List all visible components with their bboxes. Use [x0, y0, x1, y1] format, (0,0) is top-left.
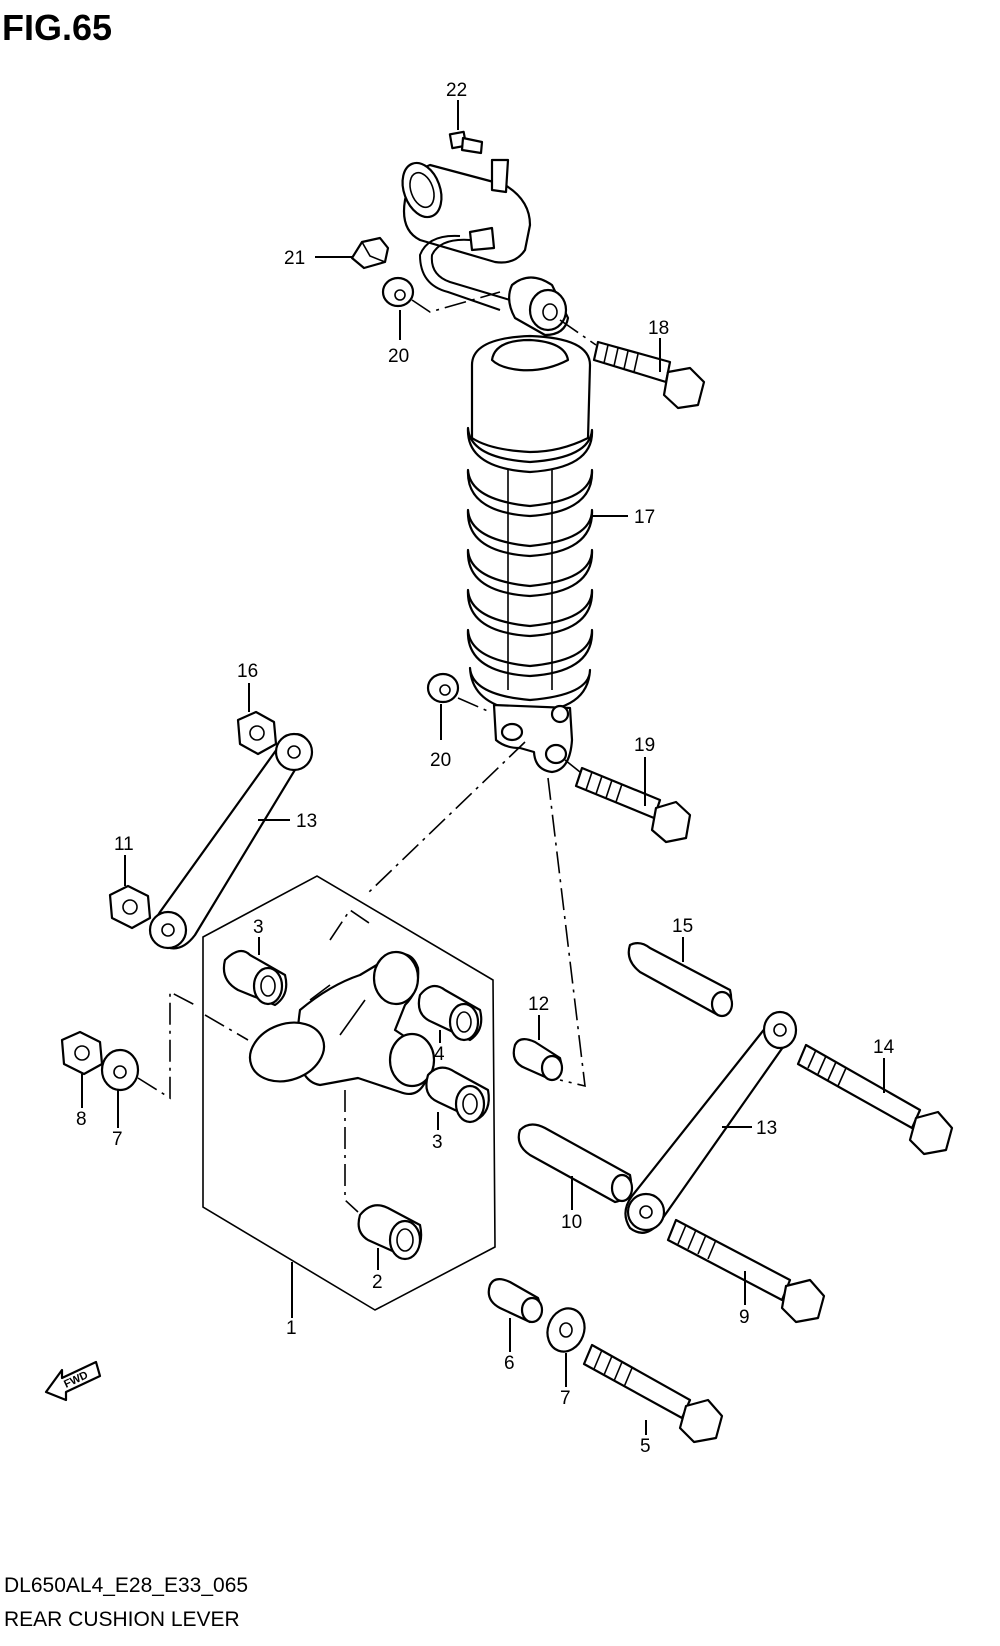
shock-absorber-17: [466, 276, 594, 774]
bushing-3-upper: [222, 949, 288, 1007]
callout-labels: 22 21 20 18 17 16 13 20 19 11 3 15 12 4 …: [76, 80, 895, 1457]
callout-3-lower: 3: [432, 1132, 443, 1153]
callout-2: 2: [372, 1272, 383, 1293]
fwd-arrow-icon: FWD: [44, 1360, 102, 1402]
callout-4: 4: [434, 1044, 445, 1065]
dash-lever-top: [329, 908, 373, 941]
callout-7-right: 7: [560, 1388, 571, 1409]
callout-3-upper: 3: [253, 917, 264, 938]
nut-8: [60, 1030, 104, 1076]
dash-clevis-to-spacer: [547, 777, 586, 1088]
callout-5: 5: [640, 1436, 651, 1457]
leader-lines: [81, 100, 885, 1435]
callout-16: 16: [237, 661, 258, 682]
bolt-9: [666, 1218, 826, 1324]
rod-13-left: [148, 732, 314, 950]
figure-label: FIG.65: [2, 7, 112, 48]
reservoir-assembly: [401, 158, 532, 311]
callout-22: 22: [446, 80, 467, 101]
clamp-21: [350, 236, 390, 270]
callout-13-right: 13: [756, 1118, 777, 1139]
spacer-12: [512, 1038, 564, 1082]
cushion-lever: [248, 950, 436, 1096]
callout-12: 12: [528, 994, 549, 1015]
bolt-5: [582, 1343, 724, 1444]
washer-7-left: [100, 990, 249, 1100]
callout-6: 6: [504, 1353, 515, 1374]
rod-13-right: [624, 1010, 798, 1234]
section-title: REAR CUSHION LEVER: [4, 1608, 240, 1631]
callout-10: 10: [561, 1212, 582, 1233]
bushing-2: [344, 1090, 423, 1261]
callout-17: 17: [634, 507, 655, 528]
callout-1: 1: [286, 1318, 297, 1339]
bushing-6: [487, 1278, 544, 1324]
bushing-4: [417, 984, 483, 1042]
pipe-10: [517, 1123, 634, 1204]
nut-11: [108, 884, 152, 930]
bolt-14: [796, 1043, 954, 1156]
callout-18: 18: [648, 318, 669, 339]
callout-13-left: 13: [296, 811, 317, 832]
callout-20-top: 20: [388, 346, 409, 367]
callout-15: 15: [672, 916, 693, 937]
callout-11: 11: [114, 834, 134, 855]
washer-20-lower: [426, 672, 491, 713]
callout-19: 19: [634, 735, 655, 756]
callout-21: 21: [284, 248, 305, 269]
washer-20-top: [381, 276, 501, 313]
model-code: DL650AL4_E28_E33_065: [4, 1574, 248, 1597]
callout-9: 9: [739, 1307, 750, 1328]
callout-14: 14: [873, 1037, 895, 1058]
bolt-18: [559, 319, 706, 410]
pipe-15: [627, 941, 734, 1018]
bolt-22: [448, 130, 484, 155]
callout-20-lower: 20: [430, 750, 451, 771]
lever-assembly-outline: [202, 875, 496, 1311]
nut-16: [236, 710, 278, 756]
callout-7-left: 7: [112, 1129, 123, 1150]
bolt-19: [564, 759, 692, 844]
bushing-3-lower: [425, 1066, 490, 1124]
washer-7-right: [546, 1307, 586, 1353]
callout-8: 8: [76, 1109, 87, 1130]
